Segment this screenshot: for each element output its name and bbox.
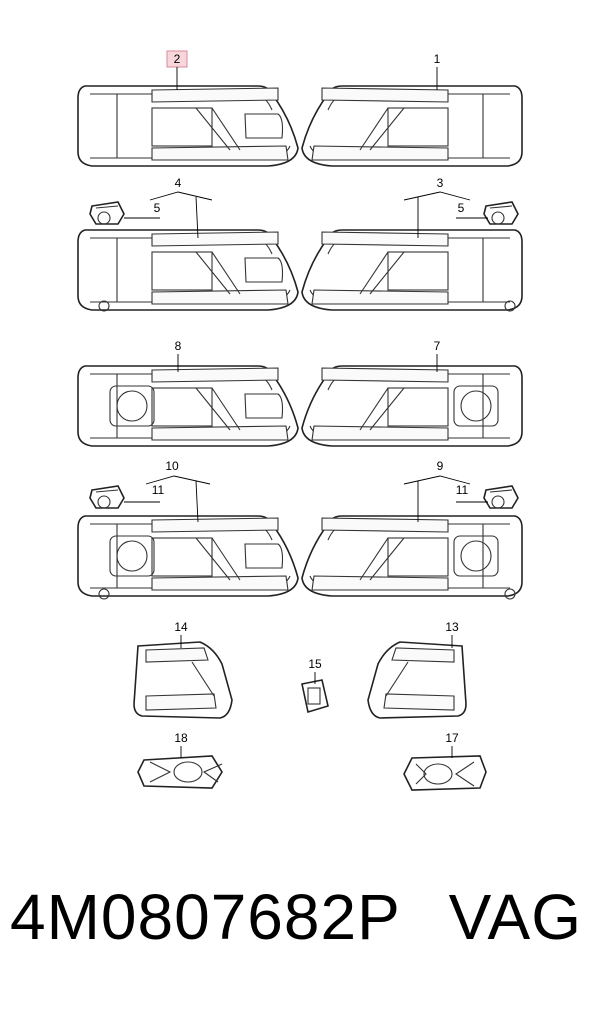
grille-part-10 xyxy=(77,515,299,600)
callout-11-left: 11 xyxy=(152,483,165,497)
bracket-part-11-right xyxy=(483,485,519,509)
parts-diagram: 2 1 4 5 3 5 8 7 10 11 xyxy=(77,50,523,791)
grille-part-2 xyxy=(77,85,299,167)
callout-13: 13 xyxy=(445,620,459,634)
insert-part-13 xyxy=(367,641,467,719)
callout-14: 14 xyxy=(174,620,188,634)
clip-part-15 xyxy=(301,679,329,714)
callout-2: 2 xyxy=(174,52,181,66)
grille-part-4 xyxy=(77,229,299,312)
grille-part-9 xyxy=(301,515,523,600)
callout-1: 1 xyxy=(434,52,441,66)
part-number: 4M0807682P xyxy=(10,881,401,953)
callout-18: 18 xyxy=(174,731,188,745)
callout-3: 3 xyxy=(437,176,444,190)
callout-10: 10 xyxy=(165,459,179,473)
frame-part-17 xyxy=(403,755,487,791)
grille-part-7 xyxy=(301,365,523,447)
bracket-part-11-left xyxy=(89,485,125,509)
bracket-part-5-left xyxy=(89,201,125,225)
callout-5-left: 5 xyxy=(154,201,161,215)
footer: 4M0807682P VAG xyxy=(0,880,600,990)
callout-15: 15 xyxy=(308,657,322,671)
callout-8: 8 xyxy=(175,339,182,353)
callout-7: 7 xyxy=(434,339,441,353)
callout-17: 17 xyxy=(445,731,459,745)
grille-part-8 xyxy=(77,365,299,447)
insert-part-14 xyxy=(133,641,233,719)
grille-part-1 xyxy=(301,85,523,167)
callout-5-right: 5 xyxy=(458,201,465,215)
brand-name: VAG xyxy=(448,881,582,953)
grille-part-3 xyxy=(301,229,523,312)
callout-11-right: 11 xyxy=(456,483,469,497)
bracket-part-5-right xyxy=(483,201,519,225)
callout-9: 9 xyxy=(437,459,444,473)
callout-4: 4 xyxy=(175,176,182,190)
frame-part-18 xyxy=(137,755,223,789)
